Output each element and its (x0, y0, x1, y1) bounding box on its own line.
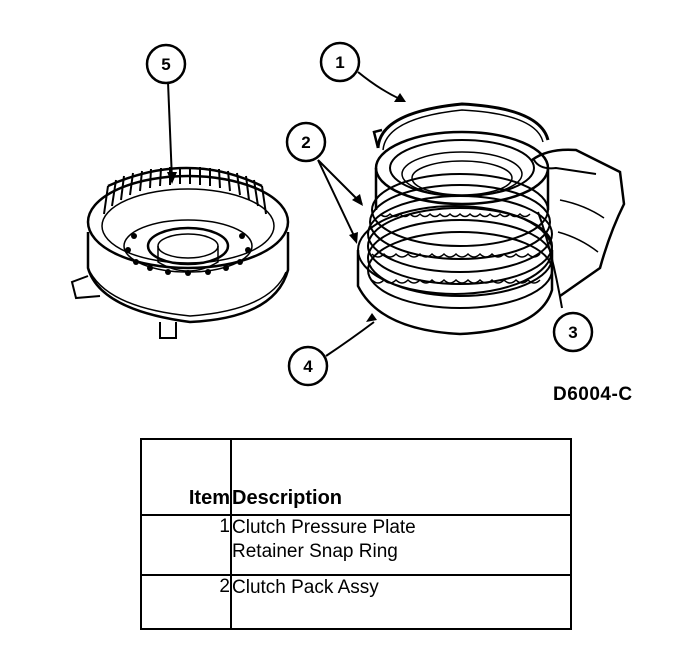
description-line: Clutch Pack Assy (232, 577, 379, 598)
description-line: Clutch Pressure Plate (232, 517, 416, 538)
row-item-number: 1 (140, 514, 232, 576)
callout-2: 2 (285, 121, 327, 163)
table-row: 2 Clutch Pack Assy (140, 574, 572, 630)
description-line: Retainer Snap Ring (232, 541, 398, 562)
clutch-pack-illustration (356, 102, 626, 336)
row-item-number: 2 (140, 574, 232, 630)
header-description: Description (230, 438, 572, 516)
leader-4 (325, 321, 375, 357)
callout-leaders (167, 71, 563, 357)
header-item: Item (140, 438, 232, 516)
callout-2-number: 2 (301, 133, 310, 152)
row-description: Clutch Pack Assy (230, 574, 572, 630)
leader-3 (537, 211, 563, 309)
callout-5: 5 (145, 43, 187, 85)
callout-4: 4 (287, 345, 329, 387)
figure-code: D6004-C (553, 384, 633, 405)
table-row: 1 Clutch Pressure Plate Retainer Snap Ri… (140, 514, 572, 576)
callout-5-number: 5 (161, 55, 170, 74)
callout-1-number: 1 (335, 53, 344, 72)
row-description: Clutch Pressure Plate Retainer Snap Ring (230, 514, 572, 576)
legend-header-row: Item Description (140, 438, 572, 516)
callout-4-number: 4 (303, 357, 313, 376)
callout-3: 3 (552, 311, 594, 353)
clutch-drum-illustration (70, 166, 290, 339)
parts-legend-table: Item Description 1 Clutch Pressure Plate… (140, 438, 572, 630)
leader-5 (167, 81, 173, 181)
callout-1: 1 (319, 41, 361, 83)
leader-2 (317, 159, 363, 241)
clutch-assembly-illustration: 5 1 2 3 4 (70, 41, 626, 387)
leader-1 (357, 71, 403, 101)
callout-3-number: 3 (568, 323, 577, 342)
